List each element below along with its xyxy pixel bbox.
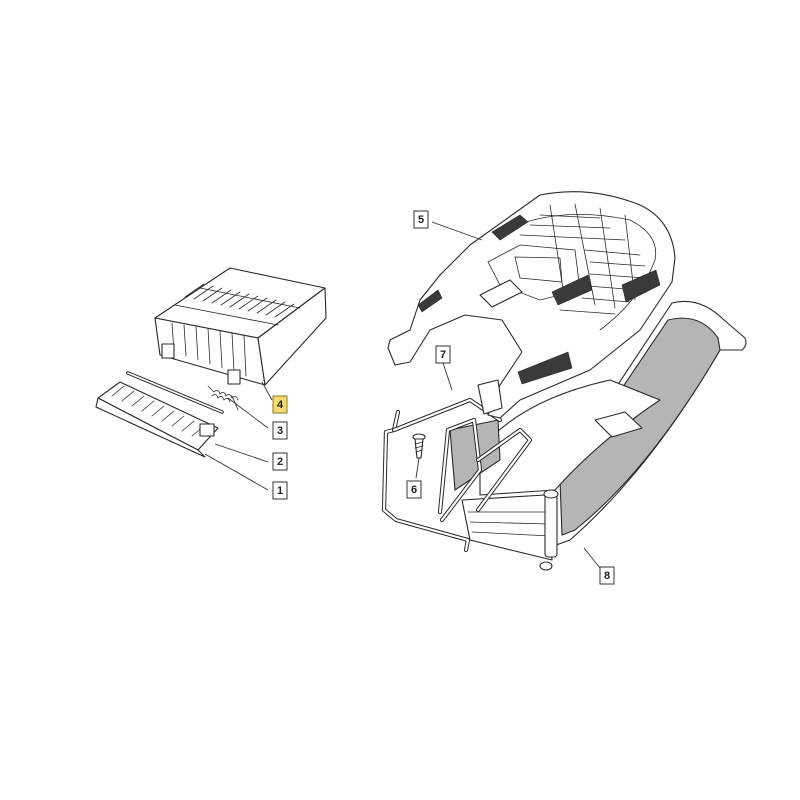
callout-8[interactable]: 8	[599, 566, 615, 585]
svg-text:8: 8	[604, 570, 610, 582]
part-grass-bag[interactable]	[449, 300, 747, 571]
callout-3[interactable]: 3	[272, 421, 288, 440]
callout-7[interactable]: 7	[435, 345, 451, 364]
callout-5[interactable]: 5	[413, 210, 429, 229]
svg-text:2: 2	[277, 456, 283, 468]
svg-text:3: 3	[277, 425, 283, 437]
leader-lines-left	[204, 381, 273, 491]
callout-1[interactable]: 1	[272, 481, 288, 500]
svg-text:6: 6	[411, 484, 417, 496]
callout-4-highlighted[interactable]: 4	[272, 395, 288, 414]
part-rear-guard-cover[interactable]	[154, 267, 327, 386]
callout-2[interactable]: 2	[272, 452, 288, 471]
svg-text:5: 5	[418, 214, 424, 226]
part-screw[interactable]	[412, 433, 426, 459]
svg-text:4: 4	[277, 399, 284, 411]
part-deflector-flap[interactable]	[95, 381, 219, 458]
svg-text:7: 7	[440, 349, 446, 361]
svg-text:1: 1	[277, 485, 283, 497]
leader-lines-right	[415, 221, 601, 569]
part-grass-bag-top-cover[interactable]	[387, 191, 676, 419]
callout-6[interactable]: 6	[406, 480, 422, 499]
part-hinge-rod[interactable]	[126, 371, 224, 414]
